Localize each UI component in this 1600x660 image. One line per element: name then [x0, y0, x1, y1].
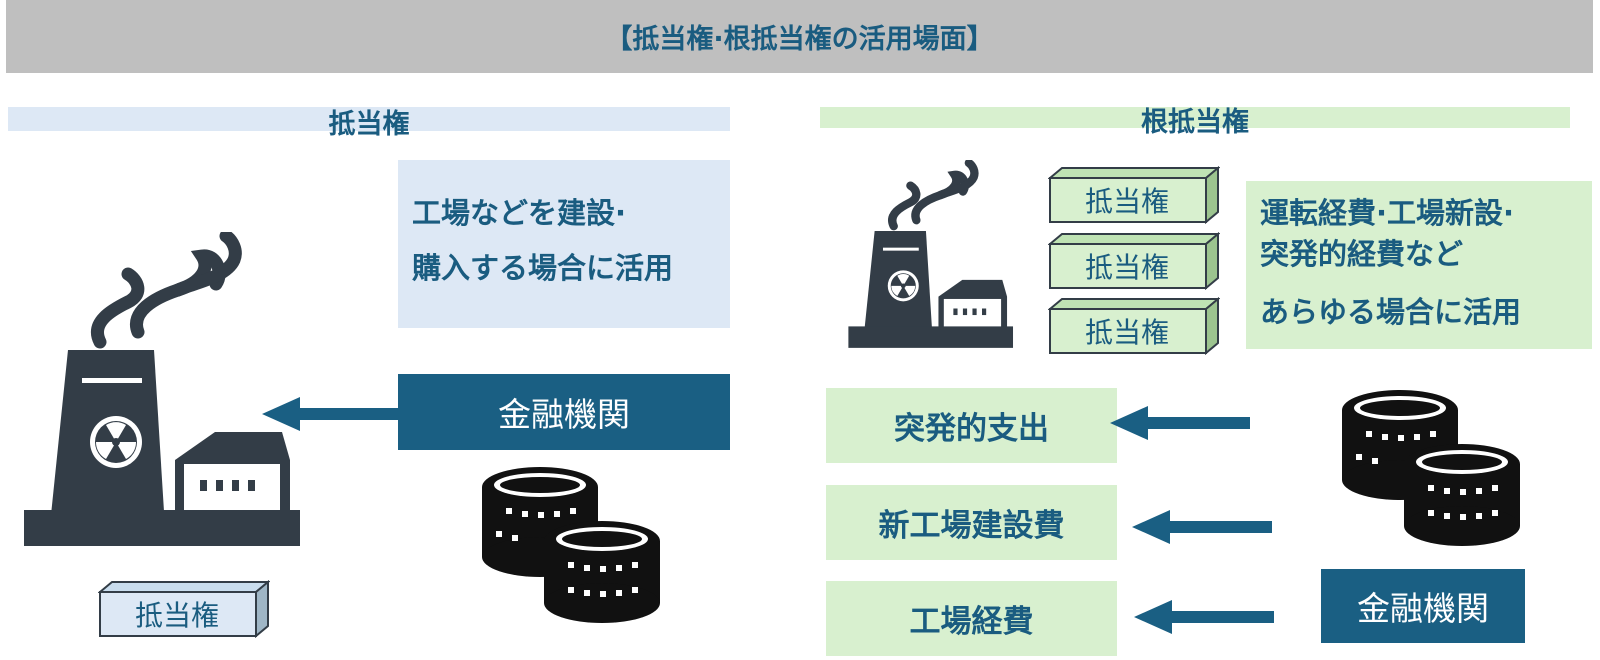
right-block-3: 抵当権 [1048, 297, 1220, 355]
right-heading-text: 根抵当権 [1141, 107, 1249, 138]
right-description-line-1: 運転経費·工場新設· [1260, 196, 1515, 230]
right-block-label-1: 抵当権 [1084, 185, 1169, 218]
right-block-label-3: 抵当権 [1084, 316, 1169, 349]
arrow-left-icon [1134, 600, 1274, 634]
coin-stack-icon [1342, 390, 1520, 546]
left-description: 工場などを建設· 購入する場合に活用 [398, 160, 730, 328]
right-description-line-2: 突発的経費など [1260, 236, 1464, 271]
left-section-heading: 抵当権 [8, 107, 730, 140]
left-description-line-2: 購入する場合に活用 [412, 251, 674, 286]
block-icon [1048, 297, 1220, 355]
expense-box-3: 工場経費 [826, 581, 1117, 656]
arrow-left-icon [262, 397, 402, 431]
block-icon [98, 580, 270, 638]
right-section-heading: 根抵当権 [820, 107, 1570, 138]
block-icon [1048, 232, 1220, 290]
left-heading-text: 抵当権 [328, 108, 410, 140]
right-block-1: 抵当権 [1048, 166, 1220, 224]
right-bank-label: 金融機関 [1357, 589, 1489, 628]
right-description: 運転経費·工場新設· 突発的経費など あらゆる場合に活用 [1246, 181, 1592, 349]
page-title-text: 【抵当権·根抵当権の活用場面】 [605, 24, 994, 55]
expense-label-3: 工場経費 [909, 604, 1034, 640]
right-block-label-2: 抵当権 [1084, 251, 1169, 284]
arrow-left-icon [1110, 406, 1250, 440]
arrow-left-icon [1132, 510, 1272, 544]
expense-label-2: 新工場建設費 [878, 508, 1065, 544]
expense-box-1: 突発的支出 [826, 388, 1117, 463]
expense-label-1: 突発的支出 [894, 411, 1049, 447]
left-block-label: 抵当権 [134, 599, 219, 632]
right-block-2: 抵当権 [1048, 232, 1220, 290]
left-description-line-1: 工場などを建設· [412, 196, 627, 230]
page-title: 【抵当権·根抵当権の活用場面】 [6, 0, 1593, 73]
right-description-line-3: あらゆる場合に活用 [1260, 295, 1522, 330]
right-financial-institution: 金融機関 [1321, 569, 1525, 643]
left-financial-institution: 金融機関 [398, 374, 730, 450]
expense-box-2: 新工場建設費 [826, 485, 1117, 560]
left-block: 抵当権 [98, 580, 270, 638]
block-icon [1048, 166, 1220, 224]
coin-stack-icon [482, 467, 660, 623]
left-bank-label: 金融機関 [498, 395, 630, 434]
factory-icon [24, 232, 300, 546]
factory-icon [848, 160, 1014, 348]
